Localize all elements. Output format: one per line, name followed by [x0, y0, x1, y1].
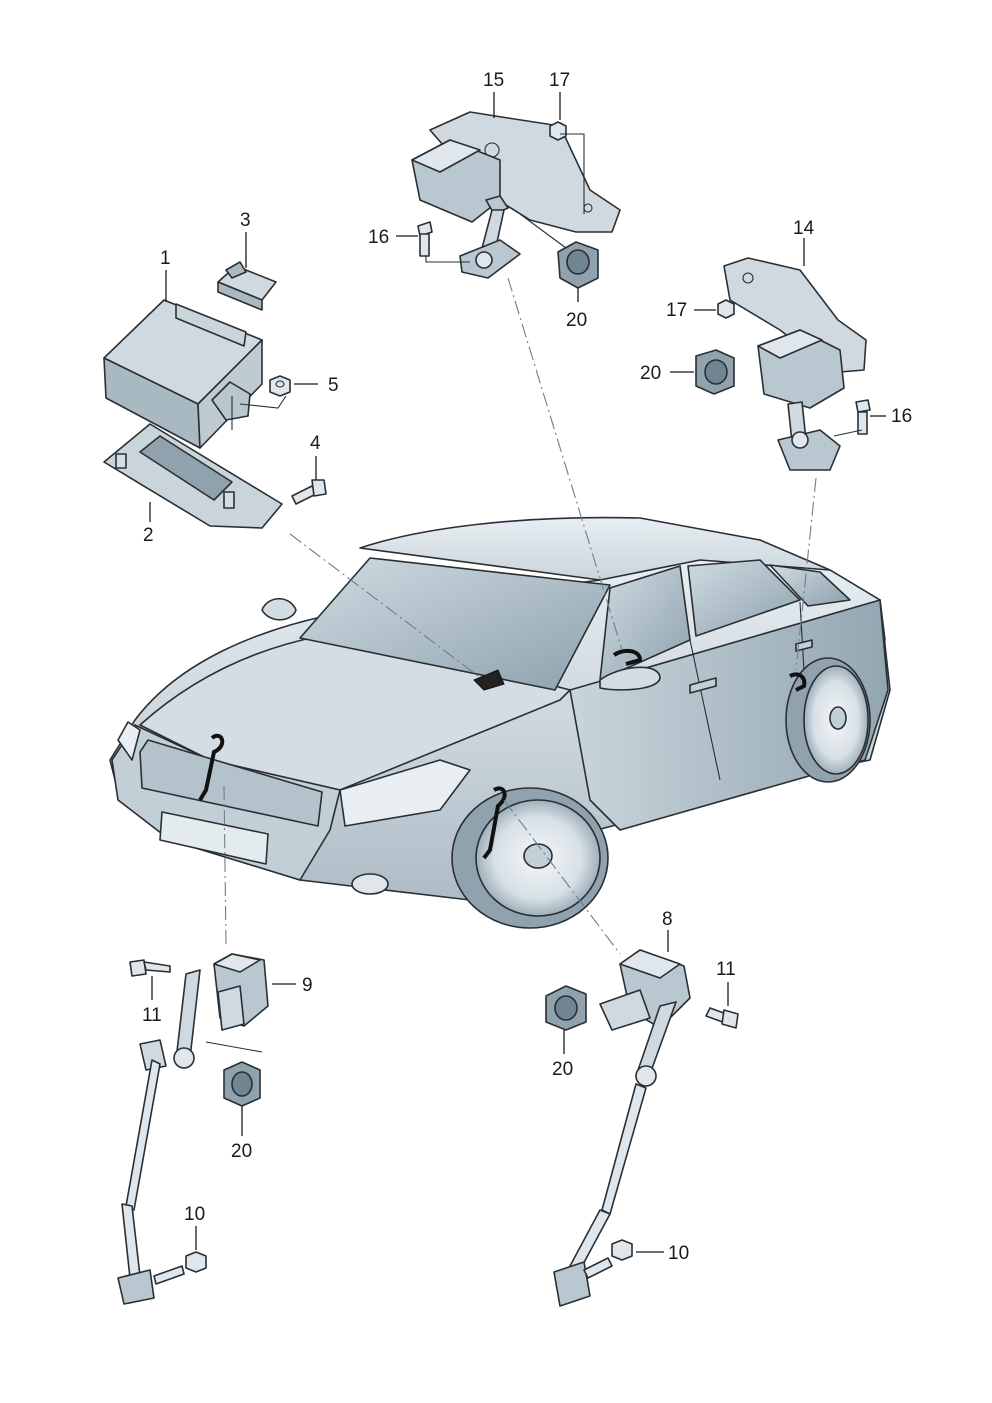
hex-nut-5 — [269, 375, 291, 397]
connector-20-left — [223, 1061, 261, 1107]
callout-20-right: 20 — [640, 363, 661, 384]
sensor-location-rear-left — [612, 648, 643, 666]
callout-20-left: 20 — [231, 1141, 252, 1162]
connector-3 — [217, 261, 277, 311]
bolt-16-top — [417, 221, 433, 257]
level-sensor-rear-right — [723, 257, 867, 471]
callout-20-top: 20 — [566, 310, 587, 331]
callout-10-left: 10 — [184, 1204, 205, 1225]
sensor-location-front-left — [198, 733, 225, 802]
level-sensor-rear-left — [411, 111, 621, 279]
nut-10-right — [583, 1239, 633, 1279]
bolt-11-right — [705, 1007, 739, 1029]
callout-4: 4 — [310, 433, 321, 454]
callout-16-right: 16 — [891, 406, 912, 427]
callout-10-right: 10 — [668, 1243, 689, 1264]
connector-20-front — [545, 985, 587, 1031]
callout-17-top: 17 — [549, 70, 570, 91]
connector-20-right — [695, 349, 735, 395]
control-unit-location — [473, 669, 505, 691]
callout-labels: 1 2 3 4 5 15 17 16 20 14 17 20 16 8 9 11… — [142, 70, 912, 1264]
nut-17-top — [549, 121, 567, 141]
bolt-11-left — [129, 959, 171, 977]
mounting-bracket — [103, 423, 283, 529]
car-body — [109, 516, 891, 929]
connector-20-top — [557, 241, 599, 289]
sensor-location-rear-right — [789, 672, 807, 692]
bolt-4 — [291, 479, 327, 505]
nut-10-left — [153, 1251, 207, 1285]
callout-17-right: 17 — [666, 300, 687, 321]
callout-3: 3 — [240, 210, 251, 231]
callout-9: 9 — [302, 975, 313, 996]
callout-11-left: 11 — [142, 1005, 162, 1026]
callout-2: 2 — [143, 525, 154, 546]
bolt-16-right — [855, 399, 871, 435]
sensor-location-front-right — [482, 786, 507, 860]
callout-16-top: 16 — [368, 227, 389, 248]
leader-lines — [149, 92, 886, 1253]
callout-11-right: 11 — [716, 959, 736, 980]
callout-8: 8 — [662, 909, 673, 930]
control-unit — [103, 299, 263, 449]
callout-5: 5 — [328, 375, 339, 396]
callout-14: 14 — [793, 218, 815, 239]
level-sensor-front-left — [117, 953, 269, 1305]
nut-17-right — [717, 299, 735, 319]
locator-lines — [223, 277, 817, 955]
level-sensor-front-right — [553, 949, 691, 1307]
callout-1: 1 — [160, 248, 171, 269]
callout-20-front: 20 — [552, 1059, 573, 1080]
callout-15: 15 — [483, 70, 504, 91]
